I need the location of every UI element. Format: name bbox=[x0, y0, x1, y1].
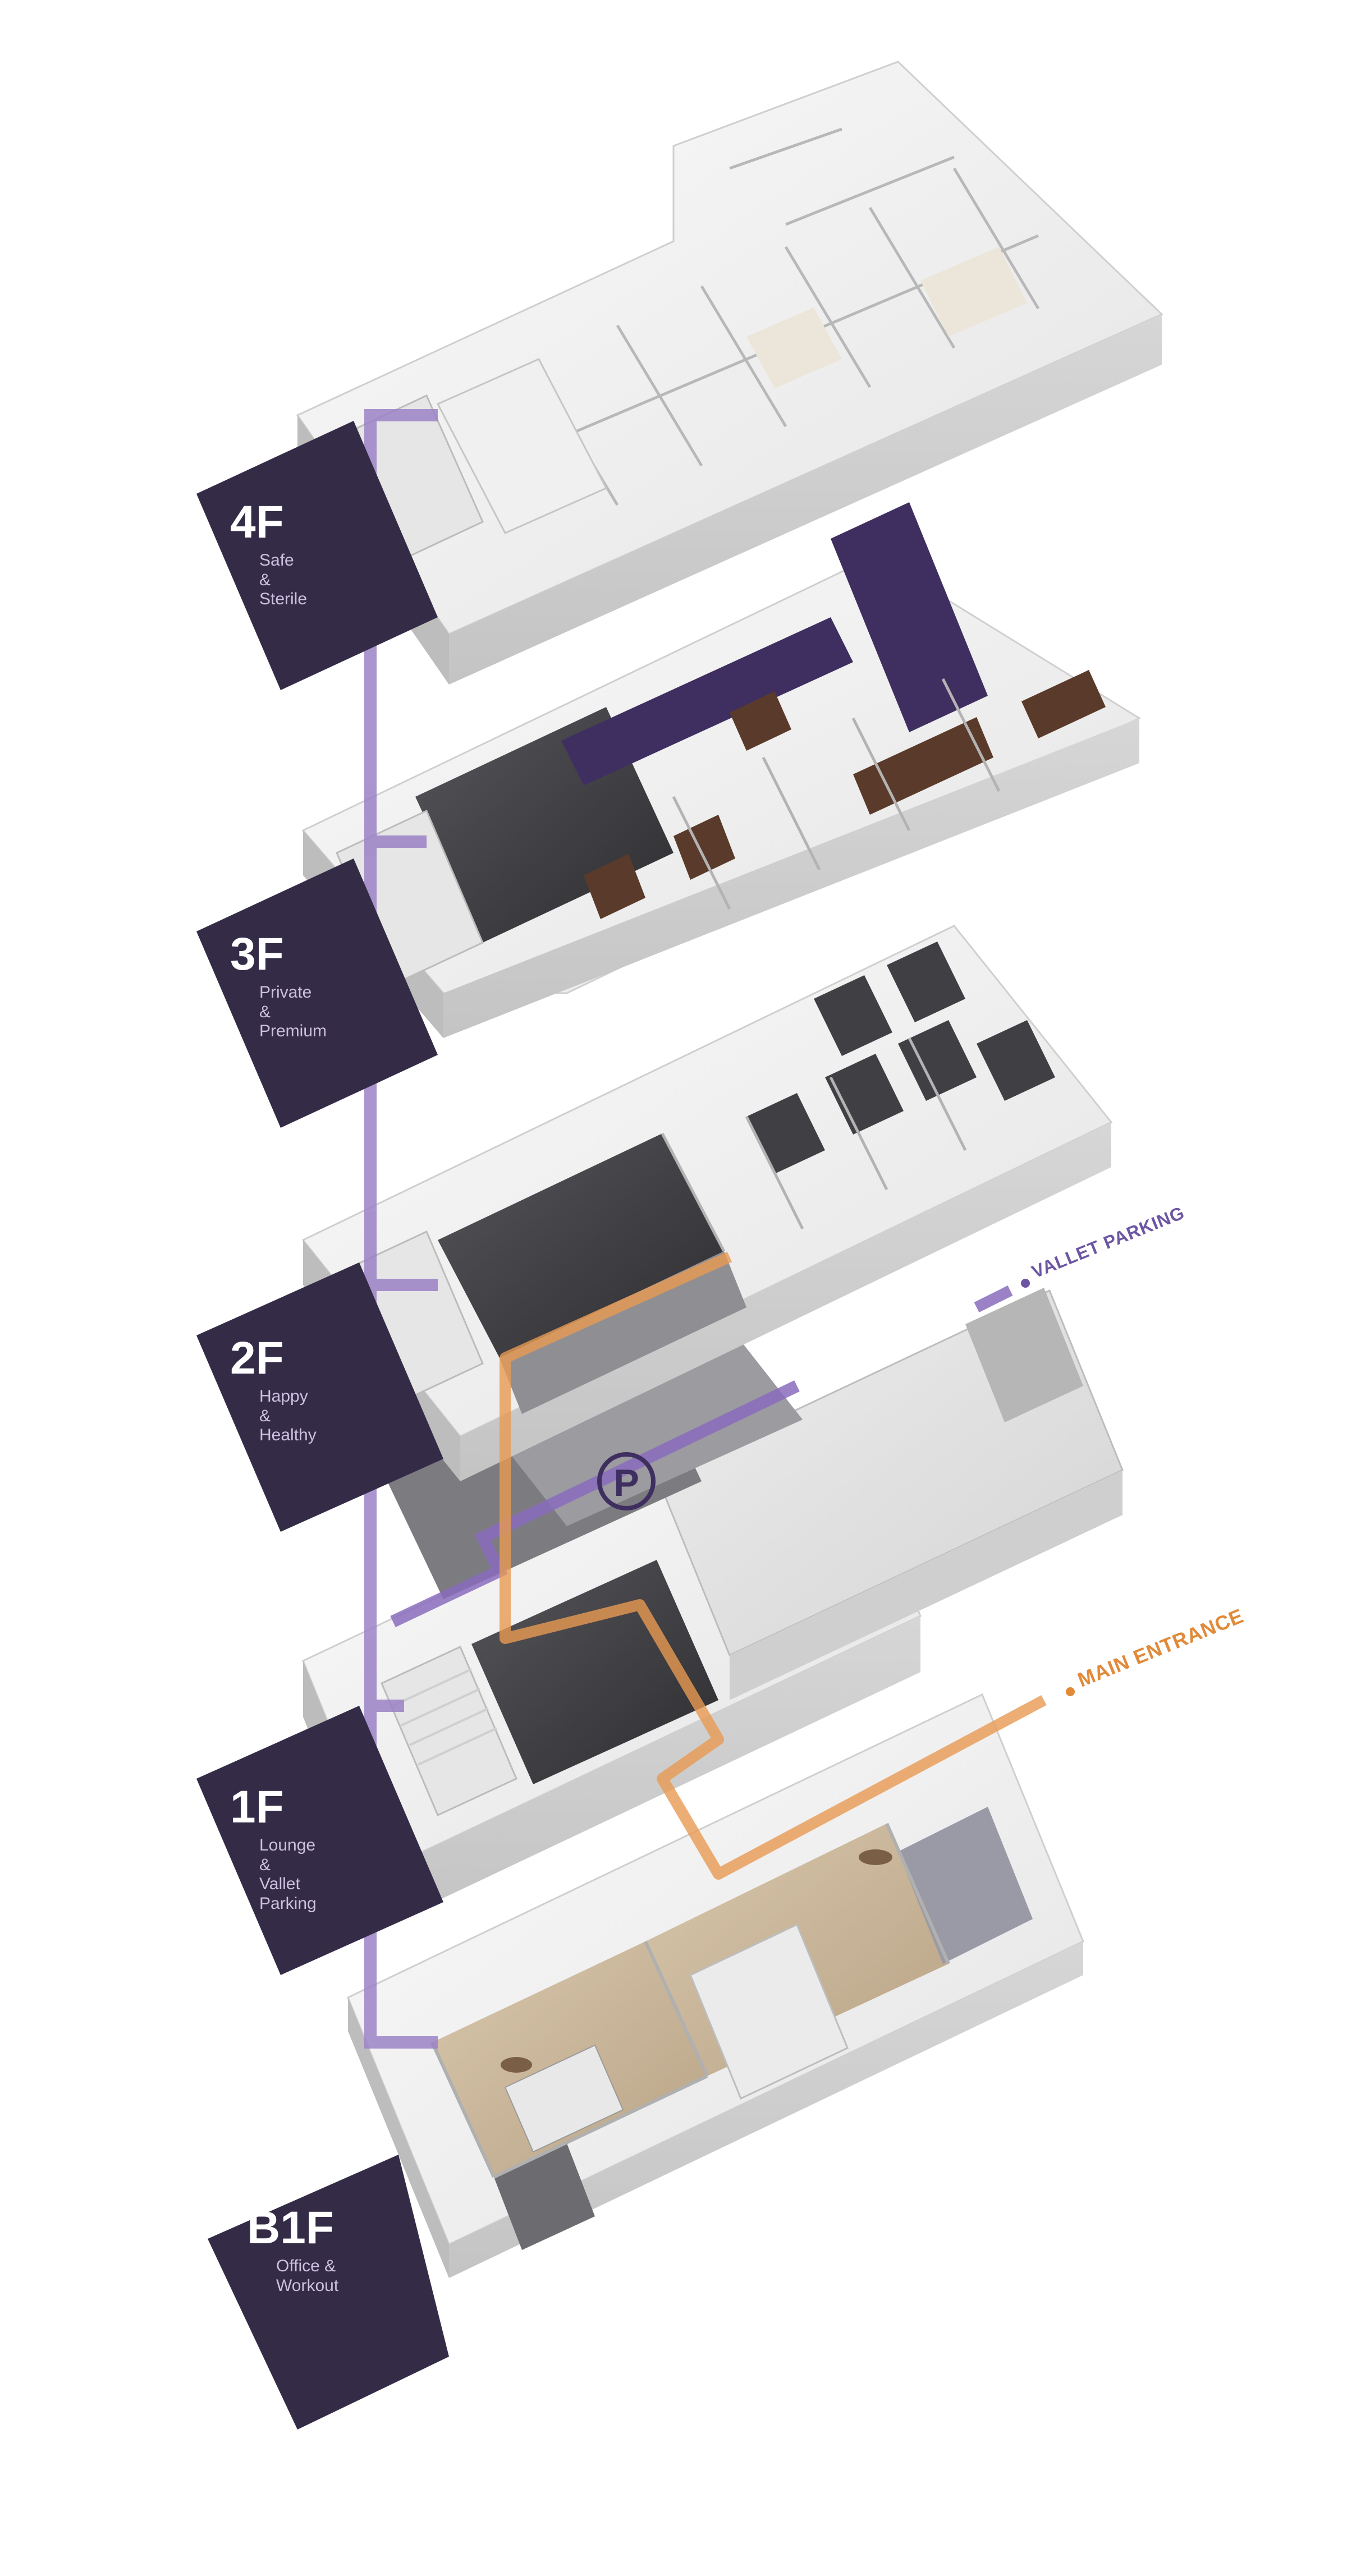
vallet-parking-legend-line bbox=[974, 1285, 1013, 1312]
floor-b1f-model bbox=[347, 1693, 1084, 2278]
route-dot-icon bbox=[1021, 1279, 1030, 1288]
route-dot-icon bbox=[1066, 1687, 1075, 1696]
floor-label-panel-4f bbox=[196, 421, 438, 690]
floor-4f-model bbox=[296, 61, 1163, 685]
floor-label-panel-1f bbox=[196, 1706, 443, 1975]
parking-sign-letter: P bbox=[613, 1462, 639, 1504]
floor-label-panel-3f bbox=[196, 858, 438, 1128]
floor-label-panel-b1f bbox=[208, 2155, 449, 2430]
purple-parking-route bbox=[390, 1380, 800, 1627]
orange-entrance-route bbox=[500, 1251, 1047, 1880]
floor-label-panel-2f bbox=[196, 1262, 443, 1532]
parking-sign-icon: P bbox=[597, 1452, 656, 1510]
purple-vertical-route bbox=[364, 409, 438, 2049]
